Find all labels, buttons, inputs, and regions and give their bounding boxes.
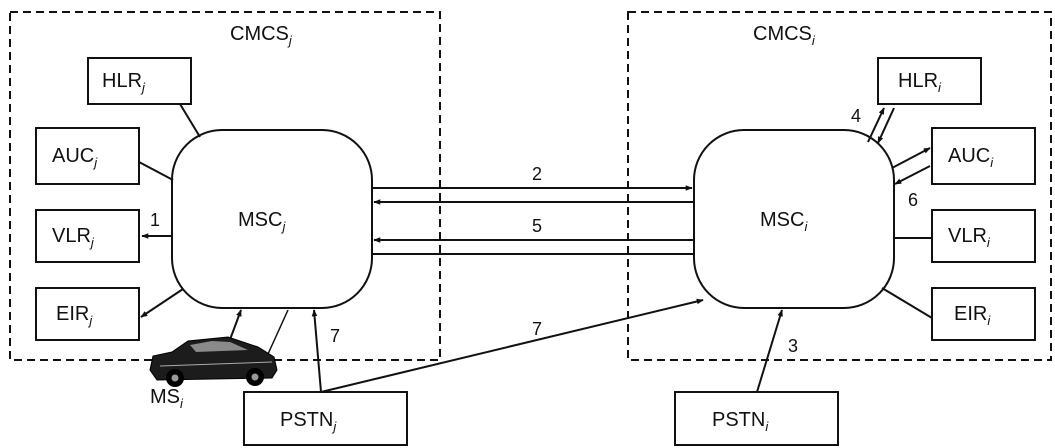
car-icon [150, 337, 277, 387]
left-msc-label: MSCj [238, 209, 286, 234]
right-msc-label: MSCi [760, 209, 808, 234]
left-pstn-to-msc-arrow [314, 310, 321, 392]
left-vlr-label: VLRj [52, 225, 95, 250]
step-1-label: 1 [150, 210, 160, 230]
right-auc-arrow-in [895, 166, 930, 184]
right-system-title: CMCSi [753, 23, 816, 48]
step-6-label: 6 [908, 190, 918, 210]
left-hlr-label: HLRj [102, 70, 146, 95]
step-4-label: 4 [851, 106, 861, 126]
step-3-label: 3 [788, 336, 798, 356]
right-eir-link [882, 288, 932, 318]
left-eir-arrow [141, 289, 183, 317]
left-eir-label: EIRj [56, 303, 93, 328]
left-hlr-link [180, 104, 200, 137]
left-auc-link [139, 162, 173, 180]
right-pstn-to-msc-arrow [757, 310, 782, 392]
step-5-label: 5 [532, 216, 542, 236]
right-auc-label: AUCi [948, 145, 994, 170]
left-pstn-label: PSTNj [280, 409, 337, 434]
left-auc-label: AUCj [52, 145, 98, 170]
ms-label: MSi [150, 386, 184, 411]
step-7-left-label: 7 [330, 326, 340, 346]
ms-radio-link [268, 310, 288, 354]
step-2-label: 2 [532, 164, 542, 184]
right-hlr-label: HLRi [898, 70, 942, 95]
right-pstn-label: PSTNi [712, 409, 769, 434]
right-vlr-label: VLRi [948, 225, 991, 250]
right-auc-arrow-out [892, 148, 930, 168]
left-system-title: CMCSj [230, 23, 293, 48]
left-pstn-to-right-msc-arrow [321, 300, 703, 392]
step-7-mid-label: 7 [532, 319, 542, 339]
right-hlr-arrow-down [878, 108, 894, 143]
right-eir-label: EIRi [954, 303, 991, 328]
